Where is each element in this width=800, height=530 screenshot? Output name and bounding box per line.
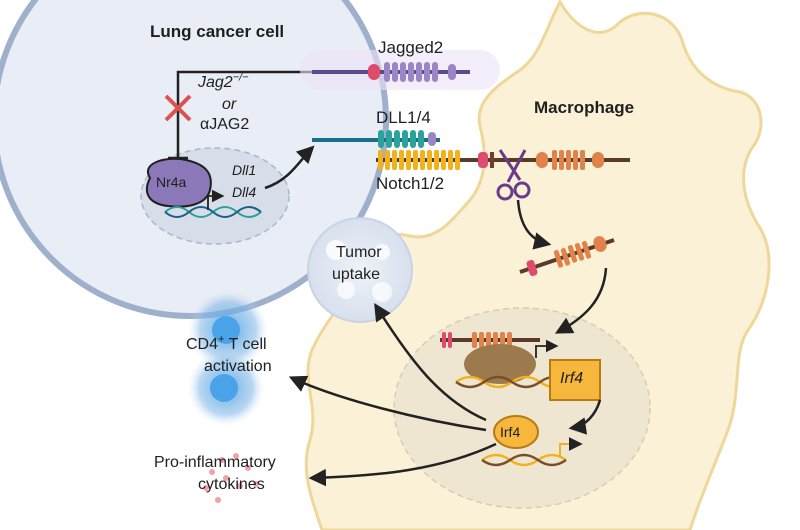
dna-icon [164,206,262,218]
cytokines [203,453,259,503]
lung-cancer-cell-label: Lung cancer cell [150,22,285,41]
tumor-uptake-line1: Tumor [336,244,382,261]
cd4-rest: T cell [224,336,267,353]
cd4-activation-line2: activation [204,358,272,375]
jag2-knockout-label: Jag2−/− [198,71,249,92]
cleaved-nicd [519,236,615,277]
cytokines-line2: cytokines [198,476,265,493]
notch12-label: Notch1/2 [376,174,445,193]
dll-ligand [312,130,440,148]
cd4-t-cells [188,290,268,426]
anti-jag2-label: αJAG2 [200,116,250,133]
cd4-sup: + [218,333,225,346]
arrows [264,145,608,487]
dll4-gene-label: Dll4 [232,184,257,200]
tumor-uptake-line2: uptake [332,266,381,283]
irf4-gene-label: Irf4 [560,370,584,387]
or-label: or [222,96,237,113]
dll14-label: DLL1/4 [376,108,431,127]
jag2-gene-text: Jag2 [198,74,233,91]
irf4-protein [493,415,539,449]
dna-icon [481,453,567,467]
macrophage-label: Macrophage [534,98,635,117]
irf4-protein-label: Irf4 [500,424,521,440]
nr4a-label: Nr4a [156,174,187,190]
nicd-complex [440,332,597,389]
dll1-gene-label: Dll1 [232,162,257,178]
inhibition-line [176,70,312,158]
cd4-activation-line1: CD4+ T cell [186,333,267,354]
nr4a-protein [145,157,212,208]
cd4-text: CD4 [186,336,219,353]
jagged2-ligand [300,50,500,90]
tumor-uptake-vesicle [307,217,413,323]
jagged2-label: Jagged2 [378,38,444,57]
block-x-icon [164,94,192,122]
notch-receptor [376,150,630,170]
scissors-icon [496,149,531,201]
jag2-knockout-sup: −/− [232,71,249,84]
irf4-gene-box [549,359,601,401]
cytokines-line1: Pro-inflammatory [154,454,276,471]
